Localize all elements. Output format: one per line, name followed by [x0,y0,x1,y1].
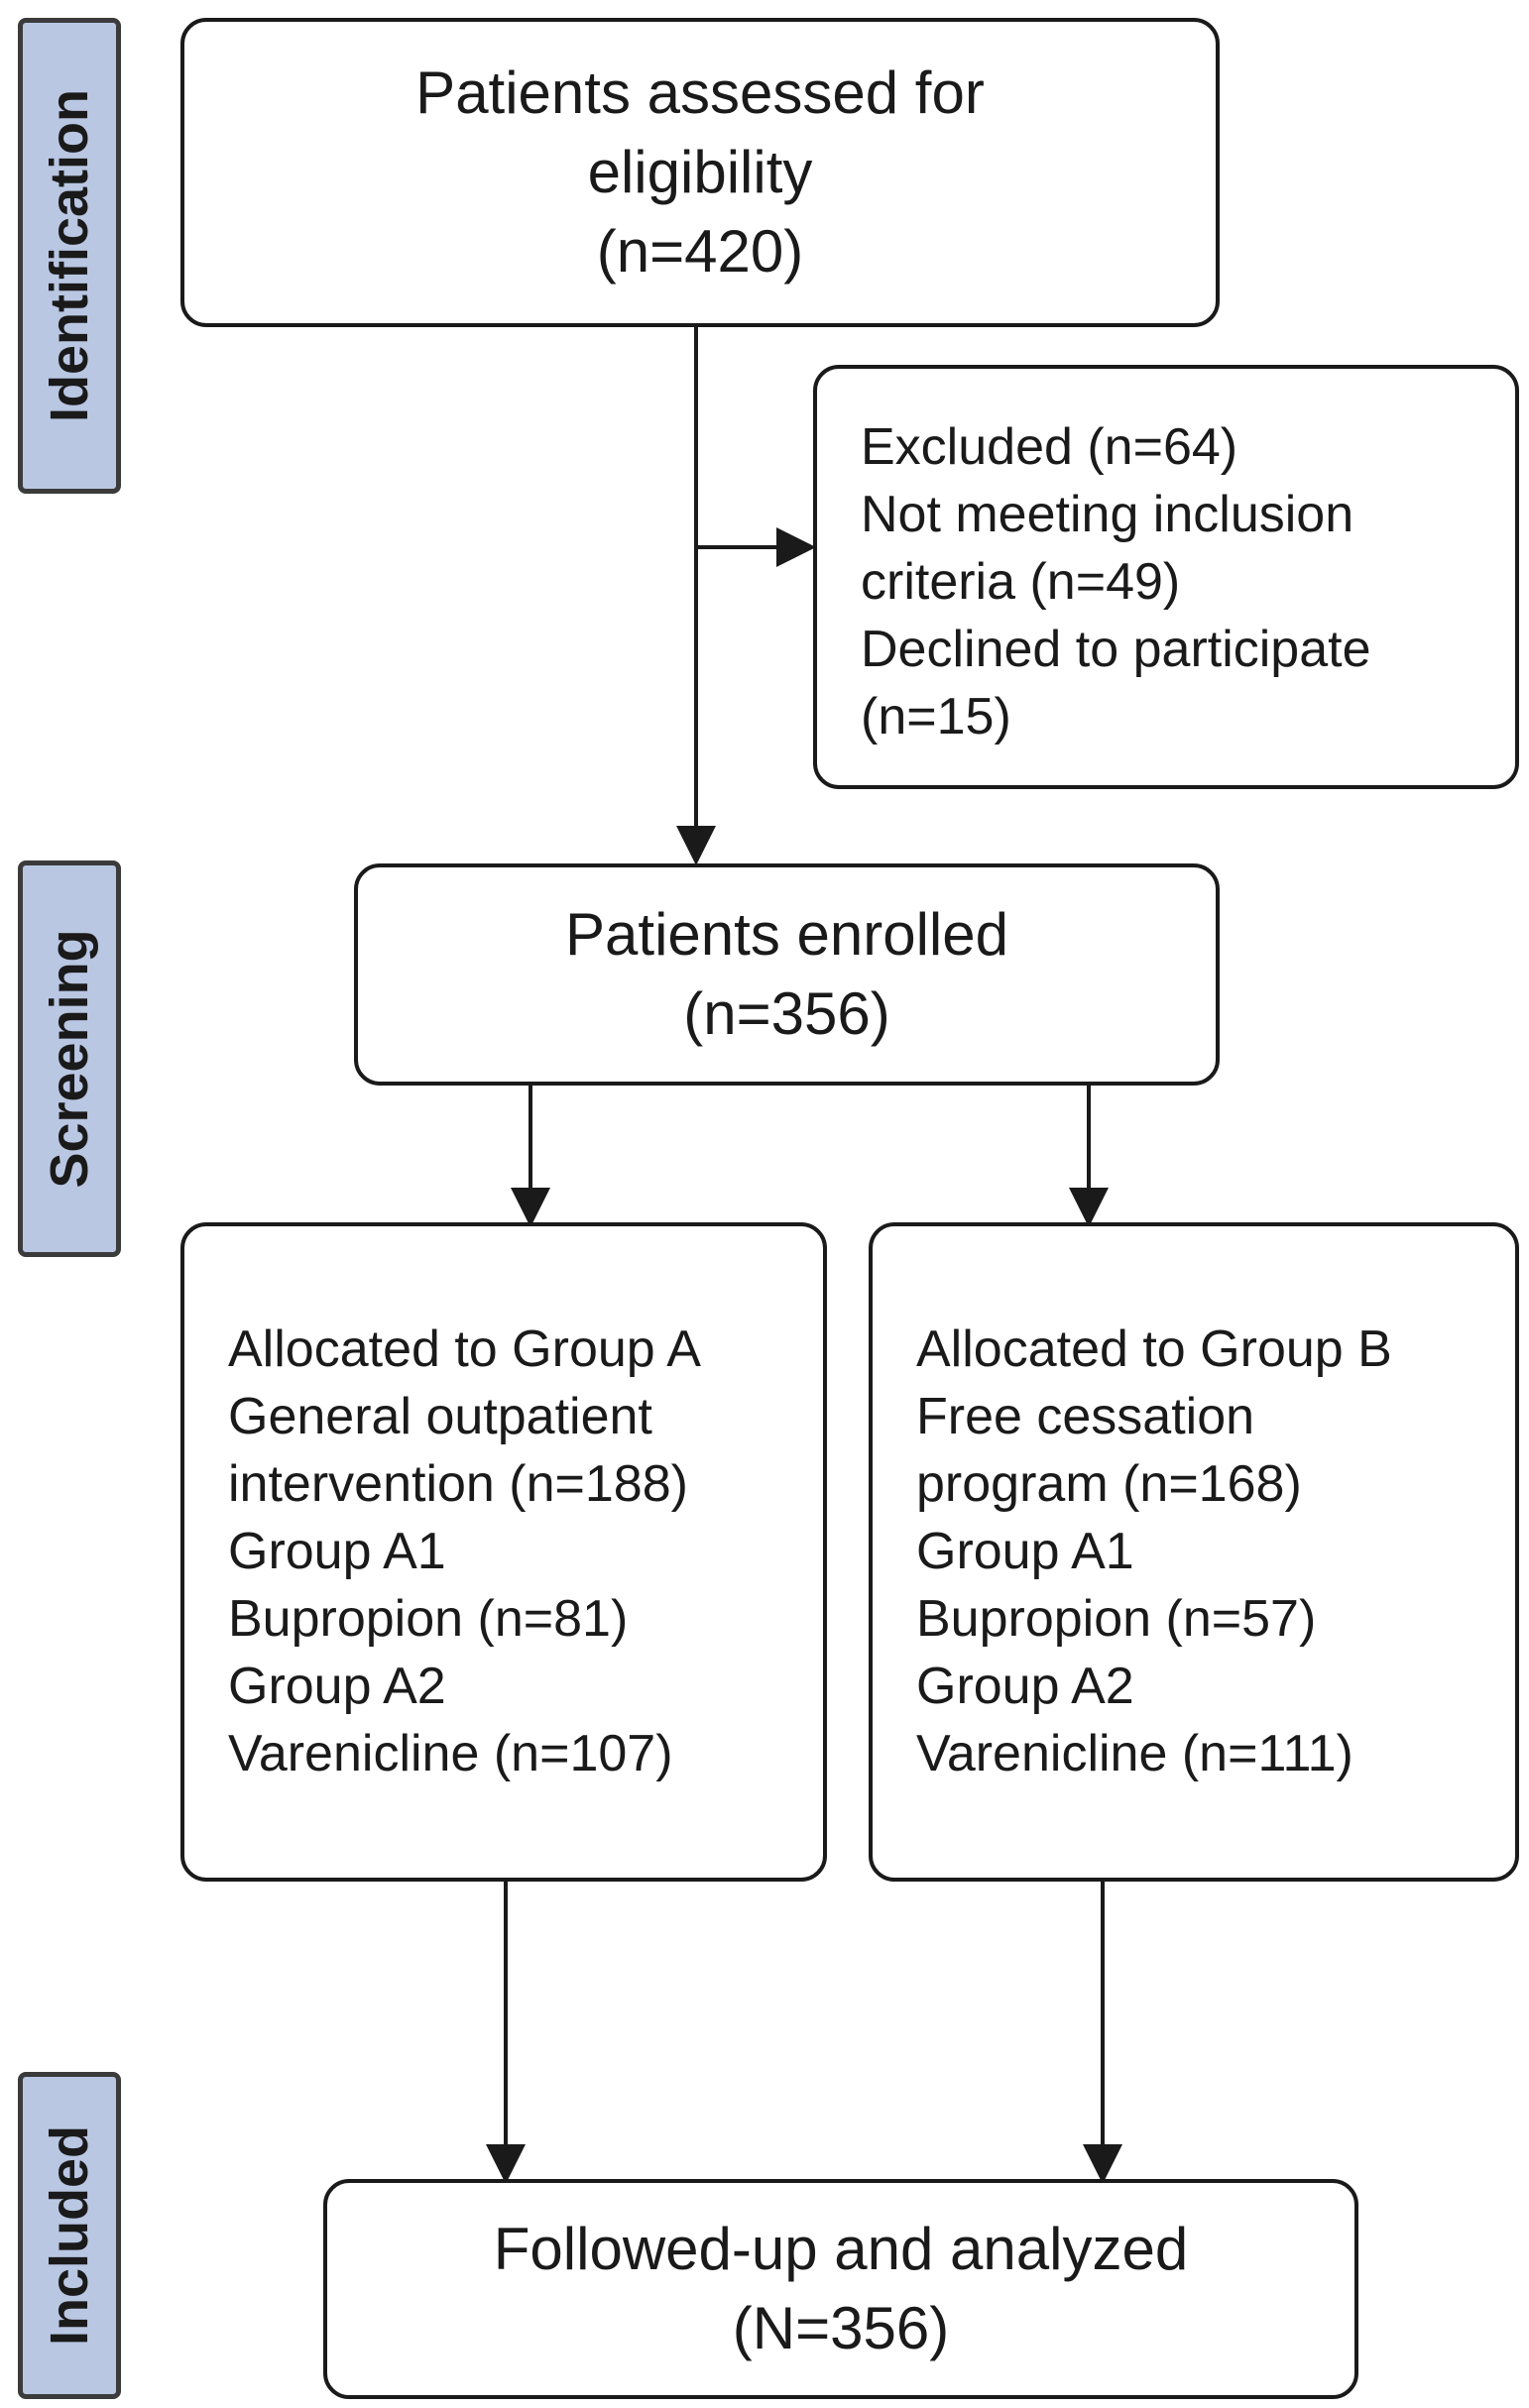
group-a-line-1: Allocated to Group A [228,1320,701,1378]
excluded-box: Excluded (n=64) Not meeting inclusion cr… [813,365,1519,789]
group-a-line-5: Bupropion (n=81) [228,1590,629,1648]
enrolled-line-2: (n=356) [683,980,890,1047]
assessed-line-2: eligibility [587,139,813,205]
assessed-line-3: (n=420) [596,218,804,285]
group-b-box: Allocated to Group B Free cessation prog… [869,1222,1519,1882]
group-b-line-5: Bupropion (n=57) [916,1590,1317,1648]
stage-included: Included [18,2072,121,2399]
stage-screening: Screening [18,860,121,1257]
stage-identification: Identification [18,18,121,494]
group-b-line-1: Allocated to Group B [916,1320,1392,1378]
group-b-line-6: Group A2 [916,1658,1134,1715]
group-a-line-3: intervention (n=188) [228,1455,688,1513]
group-b-line-7: Varenicline (n=111) [916,1725,1353,1782]
followed-box: Followed-up and analyzed (N=356) [323,2179,1358,2399]
excluded-line-3: criteria (n=49) [861,553,1181,611]
group-b-line-4: Group A1 [916,1523,1134,1580]
group-a-line-2: General outpatient [228,1388,652,1445]
assessed-box: Patients assessed for eligibility (n=420… [180,18,1220,327]
group-b-line-2: Free cessation [916,1388,1255,1445]
enrolled-line-1: Patients enrolled [565,901,1008,968]
enrolled-box: Patients enrolled (n=356) [354,863,1220,1086]
group-b-line-3: program (n=168) [916,1455,1302,1513]
assessed-line-1: Patients assessed for [415,59,985,126]
group-a-line-7: Varenicline (n=107) [228,1725,673,1782]
excluded-line-5: (n=15) [861,688,1011,745]
excluded-line-1: Excluded (n=64) [861,418,1238,476]
excluded-line-4: Declined to participate [861,621,1371,678]
group-a-line-6: Group A2 [228,1658,446,1715]
excluded-line-2: Not meeting inclusion [861,486,1354,543]
followed-line-2: (N=356) [732,2295,950,2361]
followed-line-1: Followed-up and analyzed [493,2216,1189,2282]
group-a-line-4: Group A1 [228,1523,446,1580]
group-a-box: Allocated to Group A General outpatient … [180,1222,827,1882]
